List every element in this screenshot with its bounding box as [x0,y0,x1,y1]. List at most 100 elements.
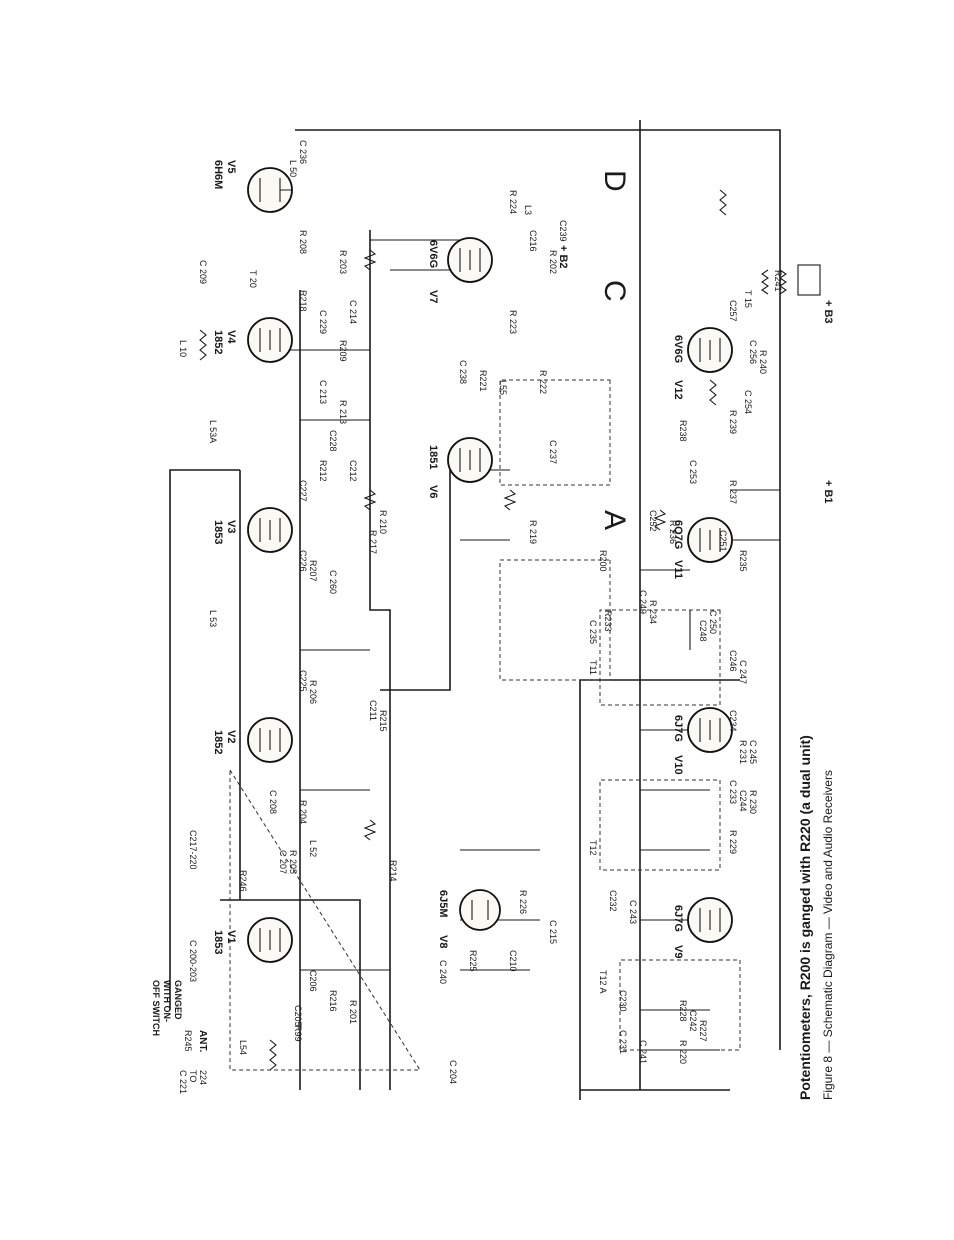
label-c251: C251 [718,530,728,552]
label-r234: R 234 [648,600,658,624]
tube-v1 [247,917,293,963]
supply-b3: + B3 [822,300,834,324]
label-r203: R 203 [338,250,348,274]
tube-v4-ref: V4 [225,330,237,344]
tube-v2-ref: V2 [225,730,237,743]
tube-v5-ref: V5 [225,160,237,173]
label-c247: C 247 [738,660,748,684]
label-r202: R 202 [548,250,558,274]
transformer-t15 [761,264,821,296]
resistor-r237 [653,509,667,531]
label-c213: C 213 [318,380,328,404]
tube-v2 [247,717,293,763]
label-c252: C252 [648,510,658,532]
tube-v7-type: 6V6G [427,240,439,268]
label-r201: R 201 [348,1000,358,1024]
output-d: D [598,170,631,192]
label-r206: R 206 [308,680,318,704]
switch-note-2: WITH ON- [162,980,172,1022]
tube-v8-ref: V8 [437,935,449,948]
label-c225: C225 [298,670,308,692]
tube-v5 [247,167,293,213]
label-r225: R225 [468,950,478,972]
label-c250: C 250 [708,610,718,634]
label-r204: R 204 [298,800,308,824]
label-r238: R238 [678,420,688,442]
label-r205: R 205 [288,850,298,874]
tube-v7-ref: V7 [427,290,439,303]
tube-v1-ref: V1 [225,930,237,943]
label-r228: R228 [678,1000,688,1022]
label-c232: C232 [608,890,618,912]
shield-t12 [599,779,721,871]
label-l53a: L 53A [208,420,218,443]
label-r213: R 213 [338,400,348,424]
coil-l55 [709,379,717,406]
label-r224: R 224 [508,190,518,214]
label-r216: R216 [328,990,338,1012]
caption-group: Potentiometers, R200 is ganged with R220… [797,735,835,1100]
tube-v10-ref: V10 [672,755,684,775]
shield-l53a [499,379,611,486]
label-l3: L3 [523,205,533,215]
label-c239: C239 [558,220,568,242]
supply-b1: + B1 [822,480,834,504]
label-c214: C 214 [348,300,358,324]
label-c254: C 254 [743,390,753,414]
b-plus-line [380,470,451,691]
supply-b2: + B2 [557,245,569,269]
label-t20: T 20 [248,270,258,288]
label-r240: R 240 [758,350,768,374]
label-c233: C 233 [728,780,738,804]
label-r230: R 230 [748,790,758,814]
schematic-body: 6H6M V5 1852 V4 1853 V3 1852 V2 1853 V1 … [151,120,834,1100]
label-r200: R200 [598,550,608,572]
v5-feed [295,129,781,1050]
label-c209: C 209 [198,260,208,284]
audio-return [220,899,361,1090]
label-c236: C 236 [298,140,308,164]
tube-v5-type: 6H6M [212,160,224,189]
tube-v11 [687,517,733,563]
tube-v2-type: 1852 [212,730,224,754]
tube-v12-type: 6V6G [672,335,684,363]
label-r245: R245 [183,1030,193,1052]
tube-v11-type: 6Q7G [672,520,684,549]
label-c228: C228 [328,430,338,452]
tube-v9-ref: V9 [672,945,684,958]
video-bus [369,230,391,1090]
label-c204: C 204 [448,1060,458,1084]
label-r241: R241 [773,270,783,292]
tube-v6-type: 1851 [427,445,439,469]
component-labels: C 200-203 R245 L54 R99 C205 C206 R216 R … [178,140,783,1094]
label-c208: C 208 [268,790,278,814]
label-r231: R 231 [738,740,748,764]
resistor-r214 [363,819,377,841]
label-c231: C 231 [618,1030,628,1054]
label-r219: R 219 [528,520,538,544]
label-c207: C 207 [278,850,288,874]
label-c246: C246 [728,650,738,672]
label-r217: R 217 [368,530,378,554]
label-r222: R 222 [538,370,548,394]
label-r207: R207 [308,560,318,582]
label-c206: C206 [308,970,318,992]
label-r236: R 236 [668,520,678,544]
label-t12: T12 [588,840,598,856]
label-c238: C 238 [458,360,468,384]
label-l10: L 10 [178,340,188,357]
output-a: A [598,510,631,530]
tube-v4 [247,317,293,363]
tube-v3 [247,507,293,553]
tube-v6 [447,437,493,483]
tube-v12 [687,327,733,373]
tube-v10 [687,707,733,753]
label-r210: R 210 [378,510,388,534]
label-r214a: R214 [388,860,398,882]
label-r233: R233 [603,610,613,632]
label-r229: R 229 [728,830,738,854]
label-c237: C 237 [548,440,558,464]
resistor-r219 [503,489,517,511]
label-l55: L55 [498,380,508,395]
tube-v3-ref: V3 [225,520,237,533]
